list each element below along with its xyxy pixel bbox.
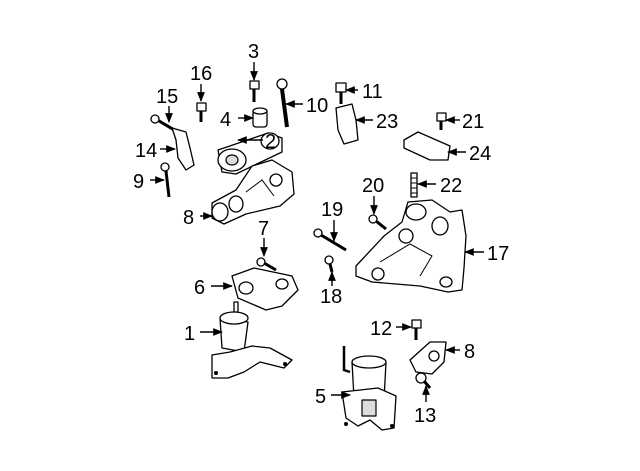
callout-15: 15	[156, 86, 178, 108]
bolt-19-icon	[313, 228, 347, 252]
bolt-13-icon	[415, 372, 432, 389]
callout-16: 16	[190, 63, 212, 85]
bushing-4-icon	[252, 107, 268, 128]
bolt-21-icon	[436, 112, 447, 130]
callout-6: 6	[194, 277, 205, 299]
bolt-3-icon	[249, 80, 260, 102]
mount-bracket-8-lower-icon	[409, 341, 447, 375]
engine-mount-1-icon	[211, 301, 293, 379]
large-bracket-17-icon	[355, 199, 467, 293]
torque-rod-2-icon	[217, 132, 283, 175]
callout-22: 22	[440, 175, 462, 197]
callout-1: 1	[184, 323, 195, 345]
callout-18: 18	[320, 286, 342, 308]
callout-23: 23	[376, 111, 398, 133]
callout-2: 2	[265, 131, 276, 153]
bolt-16-icon	[196, 102, 207, 122]
callout-24: 24	[469, 143, 491, 165]
callout-11: 11	[362, 81, 383, 103]
callout-8-lower: 8	[464, 341, 475, 363]
bolt-11-icon	[335, 82, 347, 104]
bolt-18-icon	[324, 255, 334, 273]
mount-bracket-6-icon	[231, 267, 299, 311]
bracket-23-icon	[335, 103, 359, 145]
stud-22-icon	[410, 172, 418, 198]
long-bolt-10-icon	[276, 78, 289, 128]
bolt-12-icon	[411, 319, 422, 340]
bolt-9-icon	[160, 162, 171, 198]
callout-8-upper: 8	[183, 207, 194, 229]
callout-13: 13	[414, 405, 436, 427]
mount-bracket-8-upper-icon	[211, 159, 295, 225]
callout-14: 14	[135, 140, 157, 162]
plate-24-icon	[403, 131, 451, 161]
transmission-mount-5-icon	[341, 346, 397, 431]
callout-19: 19	[321, 199, 343, 221]
callout-10: 10	[306, 95, 328, 117]
callout-17: 17	[487, 243, 509, 265]
bolt-20-icon	[368, 214, 387, 231]
callout-4: 4	[220, 109, 231, 131]
bolt-7-icon	[256, 257, 277, 272]
callout-5: 5	[315, 386, 326, 408]
callout-20: 20	[362, 175, 384, 197]
callout-12: 12	[370, 318, 392, 340]
callout-7: 7	[258, 218, 269, 240]
callout-9: 9	[133, 171, 144, 193]
bracket-14-icon	[171, 127, 195, 171]
callout-3: 3	[248, 41, 259, 63]
callout-21: 21	[462, 111, 484, 133]
